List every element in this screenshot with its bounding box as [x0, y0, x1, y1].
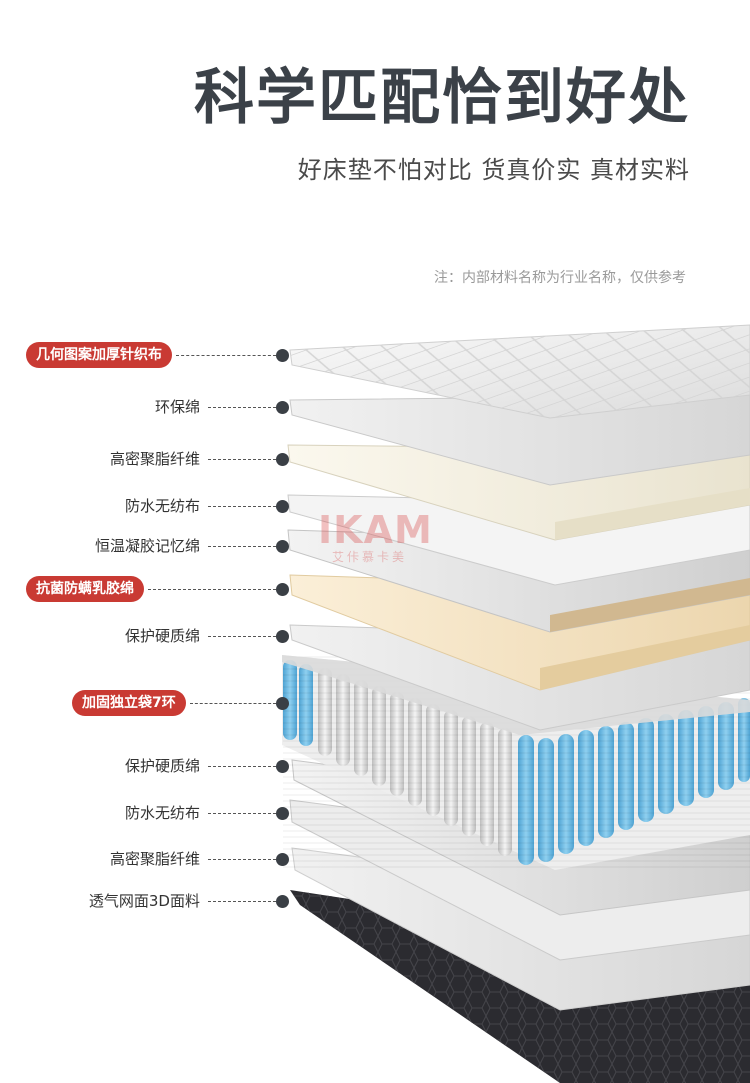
leader-dot: [276, 760, 289, 773]
leader-line: [208, 766, 276, 767]
brand-watermark: IKAM: [318, 508, 433, 552]
leader-line: [208, 901, 276, 902]
layer-label-7: 保护硬质绵: [124, 627, 200, 645]
leader-line: [208, 459, 276, 460]
disclaimer-note: 注：内部材料名称为行业名称，仅供参考: [434, 270, 686, 286]
leader-dot: [276, 697, 289, 710]
leader-dot: [276, 853, 289, 866]
layer-label-5: 恒温凝胶记忆绵: [94, 537, 200, 555]
layer-label-9: 保护硬质绵: [124, 757, 200, 775]
brand-watermark-sub: 艾佧慕卡美: [332, 550, 408, 564]
leader-line: [208, 636, 276, 637]
layer-label-2: 环保绵: [154, 398, 200, 416]
leader-line: [208, 506, 276, 507]
page-subtitle: 好床垫不怕对比 货真价实 真材实料: [297, 156, 690, 184]
leader-dot: [276, 500, 289, 513]
leader-dot: [276, 895, 289, 908]
leader-line: [208, 546, 276, 547]
leader-line: [190, 703, 276, 704]
layer-label-4: 防水无纺布: [124, 497, 200, 515]
layer-label-1: 几何图案加厚针织布: [26, 342, 172, 368]
layer-label-8: 加固独立袋7环: [72, 690, 186, 716]
layer-label-6: 抗菌防螨乳胶绵: [26, 576, 144, 602]
leader-line: [176, 355, 276, 356]
page-title: 科学匹配恰到好处: [194, 63, 690, 133]
layer-label-10: 防水无纺布: [124, 804, 200, 822]
leader-dot: [276, 807, 289, 820]
leader-dot: [276, 401, 289, 414]
leader-line: [208, 859, 276, 860]
leader-line: [208, 813, 276, 814]
leader-dot: [276, 540, 289, 553]
leader-line: [208, 407, 276, 408]
leader-dot: [276, 349, 289, 362]
leader-dot: [276, 630, 289, 643]
layer-label-12: 透气网面3D面料: [88, 892, 200, 910]
layer-label-11: 高密聚脂纤维: [109, 850, 200, 868]
leader-dot: [276, 453, 289, 466]
leader-dot: [276, 583, 289, 596]
leader-line: [148, 589, 276, 590]
layer-label-3: 高密聚脂纤维: [109, 450, 200, 468]
